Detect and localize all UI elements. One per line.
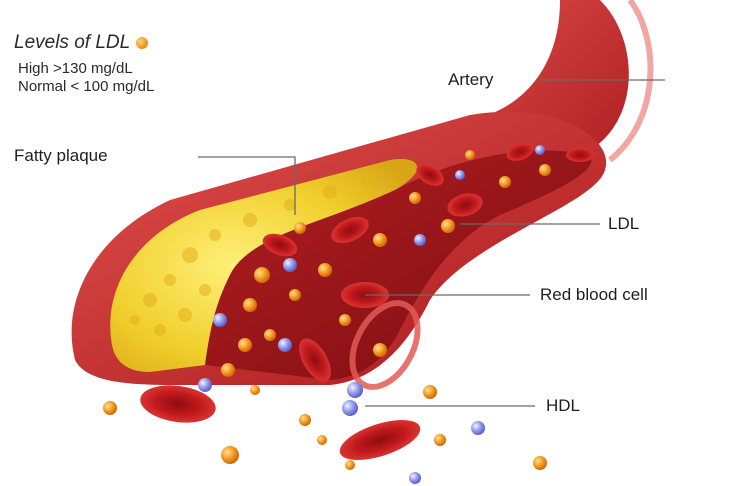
ldl-levels-legend: Levels of LDL High >130 mg/dL Normal < 1… [14, 32, 154, 96]
hdl-particle [278, 338, 292, 352]
hdl-particle [347, 382, 363, 398]
ldl-particle [539, 164, 551, 176]
hdl-particle [471, 421, 485, 435]
ldl-particle [103, 401, 117, 415]
ldl-particle [373, 233, 387, 247]
hdl-particle [213, 313, 227, 327]
red-blood-cell-label: Red blood cell [540, 285, 648, 305]
ldl-particle [499, 176, 511, 188]
ldl-particle [533, 456, 547, 470]
artery-label: Artery [448, 70, 493, 90]
ldl-particle [264, 329, 276, 341]
ldl-particle [289, 289, 301, 301]
legend-title-row: Levels of LDL [14, 32, 154, 54]
hdl-particle [455, 170, 465, 180]
hdl-label: HDL [546, 396, 580, 416]
ldl-particle [317, 435, 327, 445]
red-blood-cell [335, 412, 425, 468]
ldl-dot-icon [136, 37, 148, 49]
ldl-particle [409, 192, 421, 204]
ldl-particle [318, 263, 332, 277]
hdl-particle [283, 258, 297, 272]
red-blood-cell [566, 148, 594, 162]
ldl-particle [345, 460, 355, 470]
hdl-particle [342, 400, 358, 416]
hdl-particle [414, 234, 426, 246]
ldl-particle [465, 150, 475, 160]
hdl-particle [198, 378, 212, 392]
ldl-particle [221, 446, 239, 464]
ldl-particle [339, 314, 351, 326]
hdl-particle [535, 145, 545, 155]
ldl-particle [299, 414, 311, 426]
legend-title: Levels of LDL [14, 32, 130, 54]
ldl-label: LDL [608, 214, 639, 234]
ldl-particle [254, 267, 270, 283]
ldl-particle [434, 434, 446, 446]
ldl-particle [238, 338, 252, 352]
hdl-particle [409, 472, 421, 484]
ldl-particle [250, 385, 260, 395]
legend-high: High >130 mg/dL [18, 60, 154, 78]
ldl-particle [441, 219, 455, 233]
fatty-plaque-label: Fatty plaque [14, 146, 108, 166]
ldl-particle [373, 343, 387, 357]
ldl-particle [243, 298, 257, 312]
ldl-particle [423, 385, 437, 399]
ldl-particle [221, 363, 235, 377]
legend-normal: Normal < 100 mg/dL [18, 78, 154, 96]
ldl-particle [294, 222, 306, 234]
